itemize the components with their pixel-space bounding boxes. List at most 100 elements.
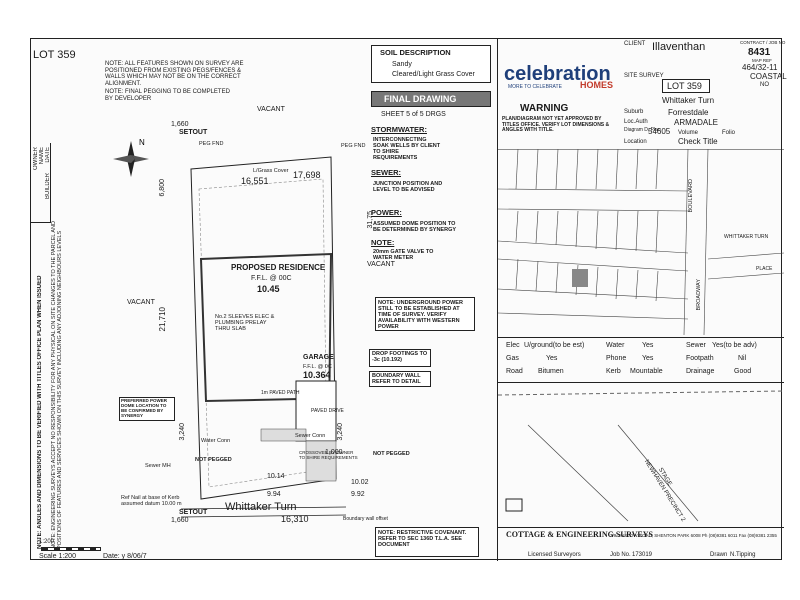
drainage-value: Good — [734, 368, 752, 375]
residence-ffl-value: 10.45 — [257, 284, 280, 294]
warning-text: PLAN/DIAGRAM NOT YET APPROVED BY TITLES … — [502, 116, 610, 133]
dim-right: 31,75 — [367, 211, 374, 229]
warning-title: WARNING — [520, 103, 569, 114]
dp-label: Diagram D. Plan — [624, 127, 661, 133]
footpath-label: Footpath — [686, 355, 714, 362]
map-ref: 464/32-11 — [742, 63, 778, 72]
volume-label: Volume — [678, 130, 699, 136]
lot-number: LOT 359 — [667, 81, 702, 91]
road-boulevard: BOULEVARD — [688, 179, 694, 213]
date-label-bottom: Date: y 8/06/7 — [103, 553, 147, 560]
lot-label-top: LOT 359 — [33, 49, 76, 61]
underground-power-note: NOTE: UNDERGROUND POWER STILL TO BE ESTA… — [375, 297, 475, 331]
vacant-top: VACANT — [257, 106, 285, 113]
lot-street: Whittaker Turn — [662, 96, 715, 105]
road-label: Road — [506, 368, 523, 375]
sewer-value: Yes(to be adv) — [712, 342, 757, 349]
preferred-power-box: PREFERRED POWER DOME LOCATION TO BE CONF… — [119, 397, 175, 421]
stormwater-text: INTERCONNECTING SOAK WELLS BY CLIENT TO … — [373, 137, 441, 162]
coastal-no: NO — [760, 82, 769, 88]
restrictive-text: NOTE: RESTRICTIVE COVENANT. REFER TO SEC… — [378, 530, 467, 549]
stormwater-heading: STORMWATER: — [371, 125, 427, 134]
company-name: COTTAGE & ENGINEERING SURVEYS — [506, 530, 653, 539]
ref-nail-note: Ref Nail at base of Kerb assumed datum 1… — [121, 495, 182, 508]
paved-path-label: 1m PAVED PATH — [261, 390, 300, 396]
sheet-no: SHEET 5 of 5 DRGS — [381, 111, 446, 118]
road-place: PLACE — [756, 266, 773, 272]
dim-left: 21,710 — [158, 307, 167, 332]
owner-strip: OWNER NAME BUILDER DATE — [31, 143, 51, 223]
power-heading: POWER: — [371, 208, 402, 217]
features-note: NOTE: ALL FEATURES SHOWN ON SURVEY ARE P… — [105, 61, 244, 87]
brand-tagline: MORE TO CELEBRATE — [508, 84, 562, 90]
suburb-label: Suburb — [624, 109, 644, 115]
setout-top-dim: 1,660 — [171, 121, 189, 128]
final-drawing-title: FINAL DRAWING — [384, 94, 457, 104]
location: Check Title — [678, 137, 718, 146]
contract-label: CONTRACT / JOB NO — [740, 40, 786, 45]
gate-valve-text: 20mm GATE VALVE TO WATER METER — [373, 249, 434, 262]
crossover-note: CROSSOVER BY OWNER TO SHIRE REQUIREMENTS — [299, 450, 358, 460]
builder-label: BUILDER — [45, 173, 51, 200]
dim-bottom: 16,310 — [281, 514, 309, 524]
street-detail — [498, 390, 784, 522]
garage-ffl: F.F.L. @ 0C — [303, 364, 332, 370]
sewer-heading: SEWER: — [371, 168, 401, 177]
not-pegged-left: NOT PEGGED — [195, 457, 232, 463]
job-number: 173019 — [632, 552, 653, 558]
boundary-wall-box: BOUNDARY WALL REFER TO DETAIL — [369, 371, 431, 387]
sewer-mh: Sewer MH — [145, 463, 171, 469]
folio-label: Folio — [722, 130, 736, 136]
water-label: Water — [606, 342, 625, 349]
locality-map — [498, 149, 784, 335]
grass-cover: L/Grass Cover — [253, 168, 289, 174]
road-value: Bitumen — [538, 368, 564, 375]
kerb-value: Mountable — [630, 368, 663, 375]
drawn-by: N.Tipping — [730, 552, 756, 558]
boundary-wall-text: BOUNDARY WALL REFER TO DETAIL — [372, 373, 421, 386]
dim-top2: 17,698 — [293, 170, 321, 180]
gas-label: Gas — [506, 355, 519, 362]
water-conn: Water Conn — [201, 438, 231, 444]
client-name: Illaventhan — [652, 41, 706, 53]
location-label: Location — [624, 139, 647, 145]
dim-1000: 1,000 — [325, 449, 343, 456]
soil-line1: Sandy — [392, 61, 412, 68]
lot-box: LOT 359 — [662, 79, 710, 93]
residence-ffl: F.F.L. @ 00C — [251, 275, 292, 282]
scale-bar — [41, 547, 101, 551]
vacant-right: VACANT — [367, 261, 395, 268]
street-name: Whittaker Turn — [225, 501, 297, 513]
dim-3240b: 3,240 — [337, 423, 344, 441]
phone-label: Phone — [606, 355, 627, 362]
date-label: DATE — [45, 147, 51, 163]
dim-left2: 6,800 — [159, 179, 166, 197]
elec-value: U/ground(to be est) — [524, 342, 585, 349]
final-drawing-banner: FINAL DRAWING — [371, 91, 491, 107]
sewer-text: JUNCTION POSITION AND LEVEL TO BE ADVISE… — [373, 181, 443, 194]
sewer-conn: Sewer Conn — [295, 433, 326, 439]
dim-992: 9.92 — [351, 491, 365, 498]
sewer-label: Sewer — [686, 342, 706, 349]
loc-auth-label: Loc.Auth — [624, 119, 648, 125]
elec-label: Elec — [506, 342, 520, 349]
drop-footings-text: DROP FOOTINGS TO -3c (10.192) — [372, 351, 428, 364]
soil-title: SOIL DESCRIPTION — [380, 48, 451, 57]
residence-label: PROPOSED RESIDENCE — [231, 263, 326, 272]
dim-994: 9.94 — [267, 491, 281, 498]
preferred-power-text: PREFERRED POWER DOME LOCATION TO BE CONF… — [121, 398, 168, 418]
dim-1014: 10.14 — [267, 473, 285, 480]
power-text: ASSUMED DOME POSITION TO BE DETERMINED B… — [373, 221, 457, 234]
survey-sheet: OWNER NAME BUILDER DATE NOTE: ENGINEERIN… — [30, 38, 787, 561]
setout-bottom-dim: 1,660 — [171, 517, 189, 524]
contract-number: 8431 — [748, 47, 771, 58]
soil-line2: Cleared/Light Grass Cover — [392, 71, 475, 78]
company-address: 2/9 ONSLOW ROAD, SHENTON PARK 6008 Ph (0… — [610, 533, 777, 538]
company-footer: COTTAGE & ENGINEERING SURVEYS Licensed S… — [498, 527, 784, 561]
phone-value: Yes — [642, 355, 654, 362]
scale-label: Scale 1:200 — [39, 553, 76, 560]
site-survey-label: SITE SURVEY — [624, 73, 664, 79]
brand-name: celebration — [504, 63, 611, 85]
setout-top: SETOUT — [179, 129, 208, 136]
loc-auth: ARMADALE — [674, 118, 719, 127]
